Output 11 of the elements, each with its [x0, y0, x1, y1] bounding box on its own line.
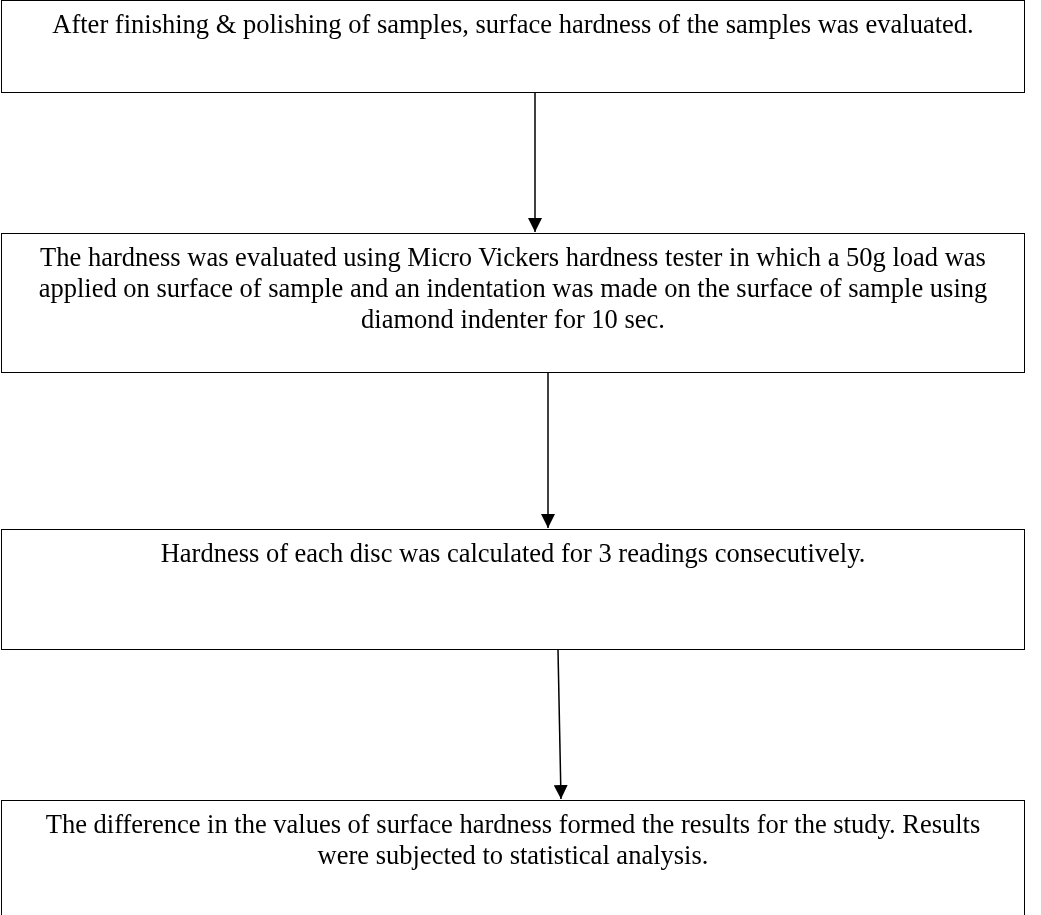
step-text: The difference in the values of surface hardness formed the results for the study. Results were subjected to statistical analysis.: [44, 809, 982, 871]
process-box: [1, 0, 1025, 93]
process-box: [1, 233, 1025, 373]
arrow: [528, 92, 542, 233]
process-box: [1, 800, 1025, 915]
step-text: The hardness was evaluated using Micro Vickers hardness tester in which a 50g load was applied on surface of sample and an indentation was made on the surface of sample using diamond indenter for 10 sec.: [37, 242, 989, 335]
step-text: Hardness of each disc was calculated for 3 readings consecutively.: [159, 538, 867, 569]
arrow: [553, 649, 568, 800]
arrow: [541, 372, 555, 529]
process-box: [1, 529, 1025, 650]
step-text: After finishing & polishing of samples, surface hardness of the samples was evaluated.: [51, 9, 975, 40]
